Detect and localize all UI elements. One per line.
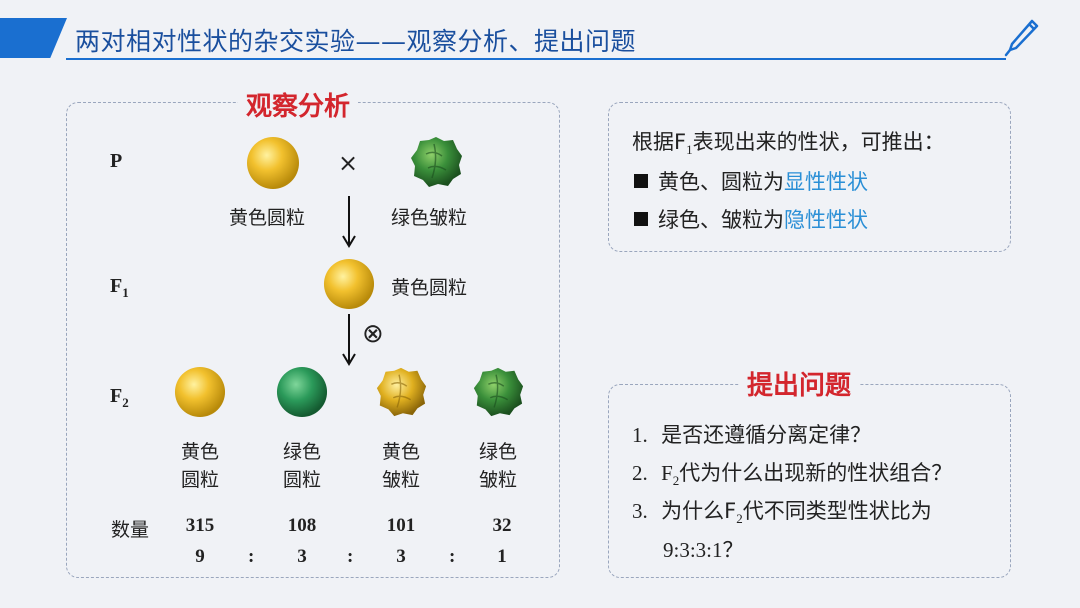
f2-count: 32 <box>492 515 512 536</box>
questions-panel <box>608 384 1011 578</box>
f2-ratio: 3 <box>396 546 406 567</box>
conclusion-intro: 根据F1表现出来的性状，可推出： <box>632 130 945 158</box>
self-cross-symbol: ⊗ <box>362 319 384 349</box>
ratio-colon: : <box>248 546 255 567</box>
f1-yellow-round-pea-icon <box>323 258 375 310</box>
f1-phenotype-label: 黄色圆粒 <box>391 277 468 299</box>
f2-ratio: 9 <box>195 546 205 567</box>
f2-phenotype-label: 黄色圆粒 <box>180 441 219 491</box>
title-underline <box>66 58 1006 60</box>
questions-label: 提出问题 <box>739 365 860 402</box>
f2-phenotype-label: 绿色皱粒 <box>478 441 517 491</box>
f2-generation-label: F2 <box>110 385 129 410</box>
question-3: 3. 为什么F2代不同类型性状比为 <box>632 499 932 527</box>
f2-ratio: 3 <box>297 546 307 567</box>
question-1: 1. 是否还遵循分离定律？ <box>632 423 872 447</box>
header: 两对相对性状的杂交实验——观察分析、提出问题 <box>0 0 1080 70</box>
f2-count: 101 <box>386 515 416 536</box>
page-title: 两对相对性状的杂交实验——观察分析、提出问题 <box>75 27 637 56</box>
f2-count: 108 <box>287 515 317 536</box>
question-2: 2. F2代为什么出现新的性状组合？ <box>632 461 953 489</box>
f2-ratio: 1 <box>497 546 507 567</box>
parent-yellow-round-label: 黄色圆粒 <box>229 207 306 229</box>
conclusion-panel <box>608 102 1011 252</box>
count-label: 数量 <box>111 519 150 541</box>
f2-phenotype-label: 黄色皱粒 <box>381 441 420 491</box>
observation-label: 观察分析 <box>238 86 359 123</box>
bullet-square-icon <box>634 212 648 226</box>
f2-yellow-wrinkled-pea-icon <box>376 367 427 417</box>
f2-count: 315 <box>185 515 215 536</box>
arrow-down-icon <box>342 196 356 248</box>
yellow-round-pea-icon <box>247 137 299 189</box>
arrow-down-icon <box>342 314 356 366</box>
f2-yellow-round-pea-icon <box>174 366 226 418</box>
bullet-square-icon <box>634 174 648 188</box>
cross-symbol: × <box>338 149 359 177</box>
green-wrinkled-pea-icon <box>411 137 462 187</box>
ratio-colon: : <box>449 546 456 567</box>
conclusion-item-recessive: 绿色、皱粒为隐性性状 <box>634 204 868 234</box>
conclusion-item-dominant: 黄色、圆粒为显性性状 <box>634 166 868 196</box>
f2-phenotype-label: 绿色圆粒 <box>282 441 321 491</box>
ratio-colon: : <box>347 546 354 567</box>
p-generation-label: P <box>110 150 123 172</box>
parent-green-wrinkled-label: 绿色皱粒 <box>391 207 468 229</box>
title-accent-bar <box>0 18 67 58</box>
f1-generation-label: F1 <box>110 275 129 300</box>
f2-green-round-pea-icon <box>276 366 328 418</box>
observation-panel <box>66 102 560 578</box>
f2-green-wrinkled-pea-icon <box>473 367 524 417</box>
pen-icon <box>1004 19 1039 57</box>
question-3-ratio: 9:3:3:1？ <box>663 538 744 562</box>
